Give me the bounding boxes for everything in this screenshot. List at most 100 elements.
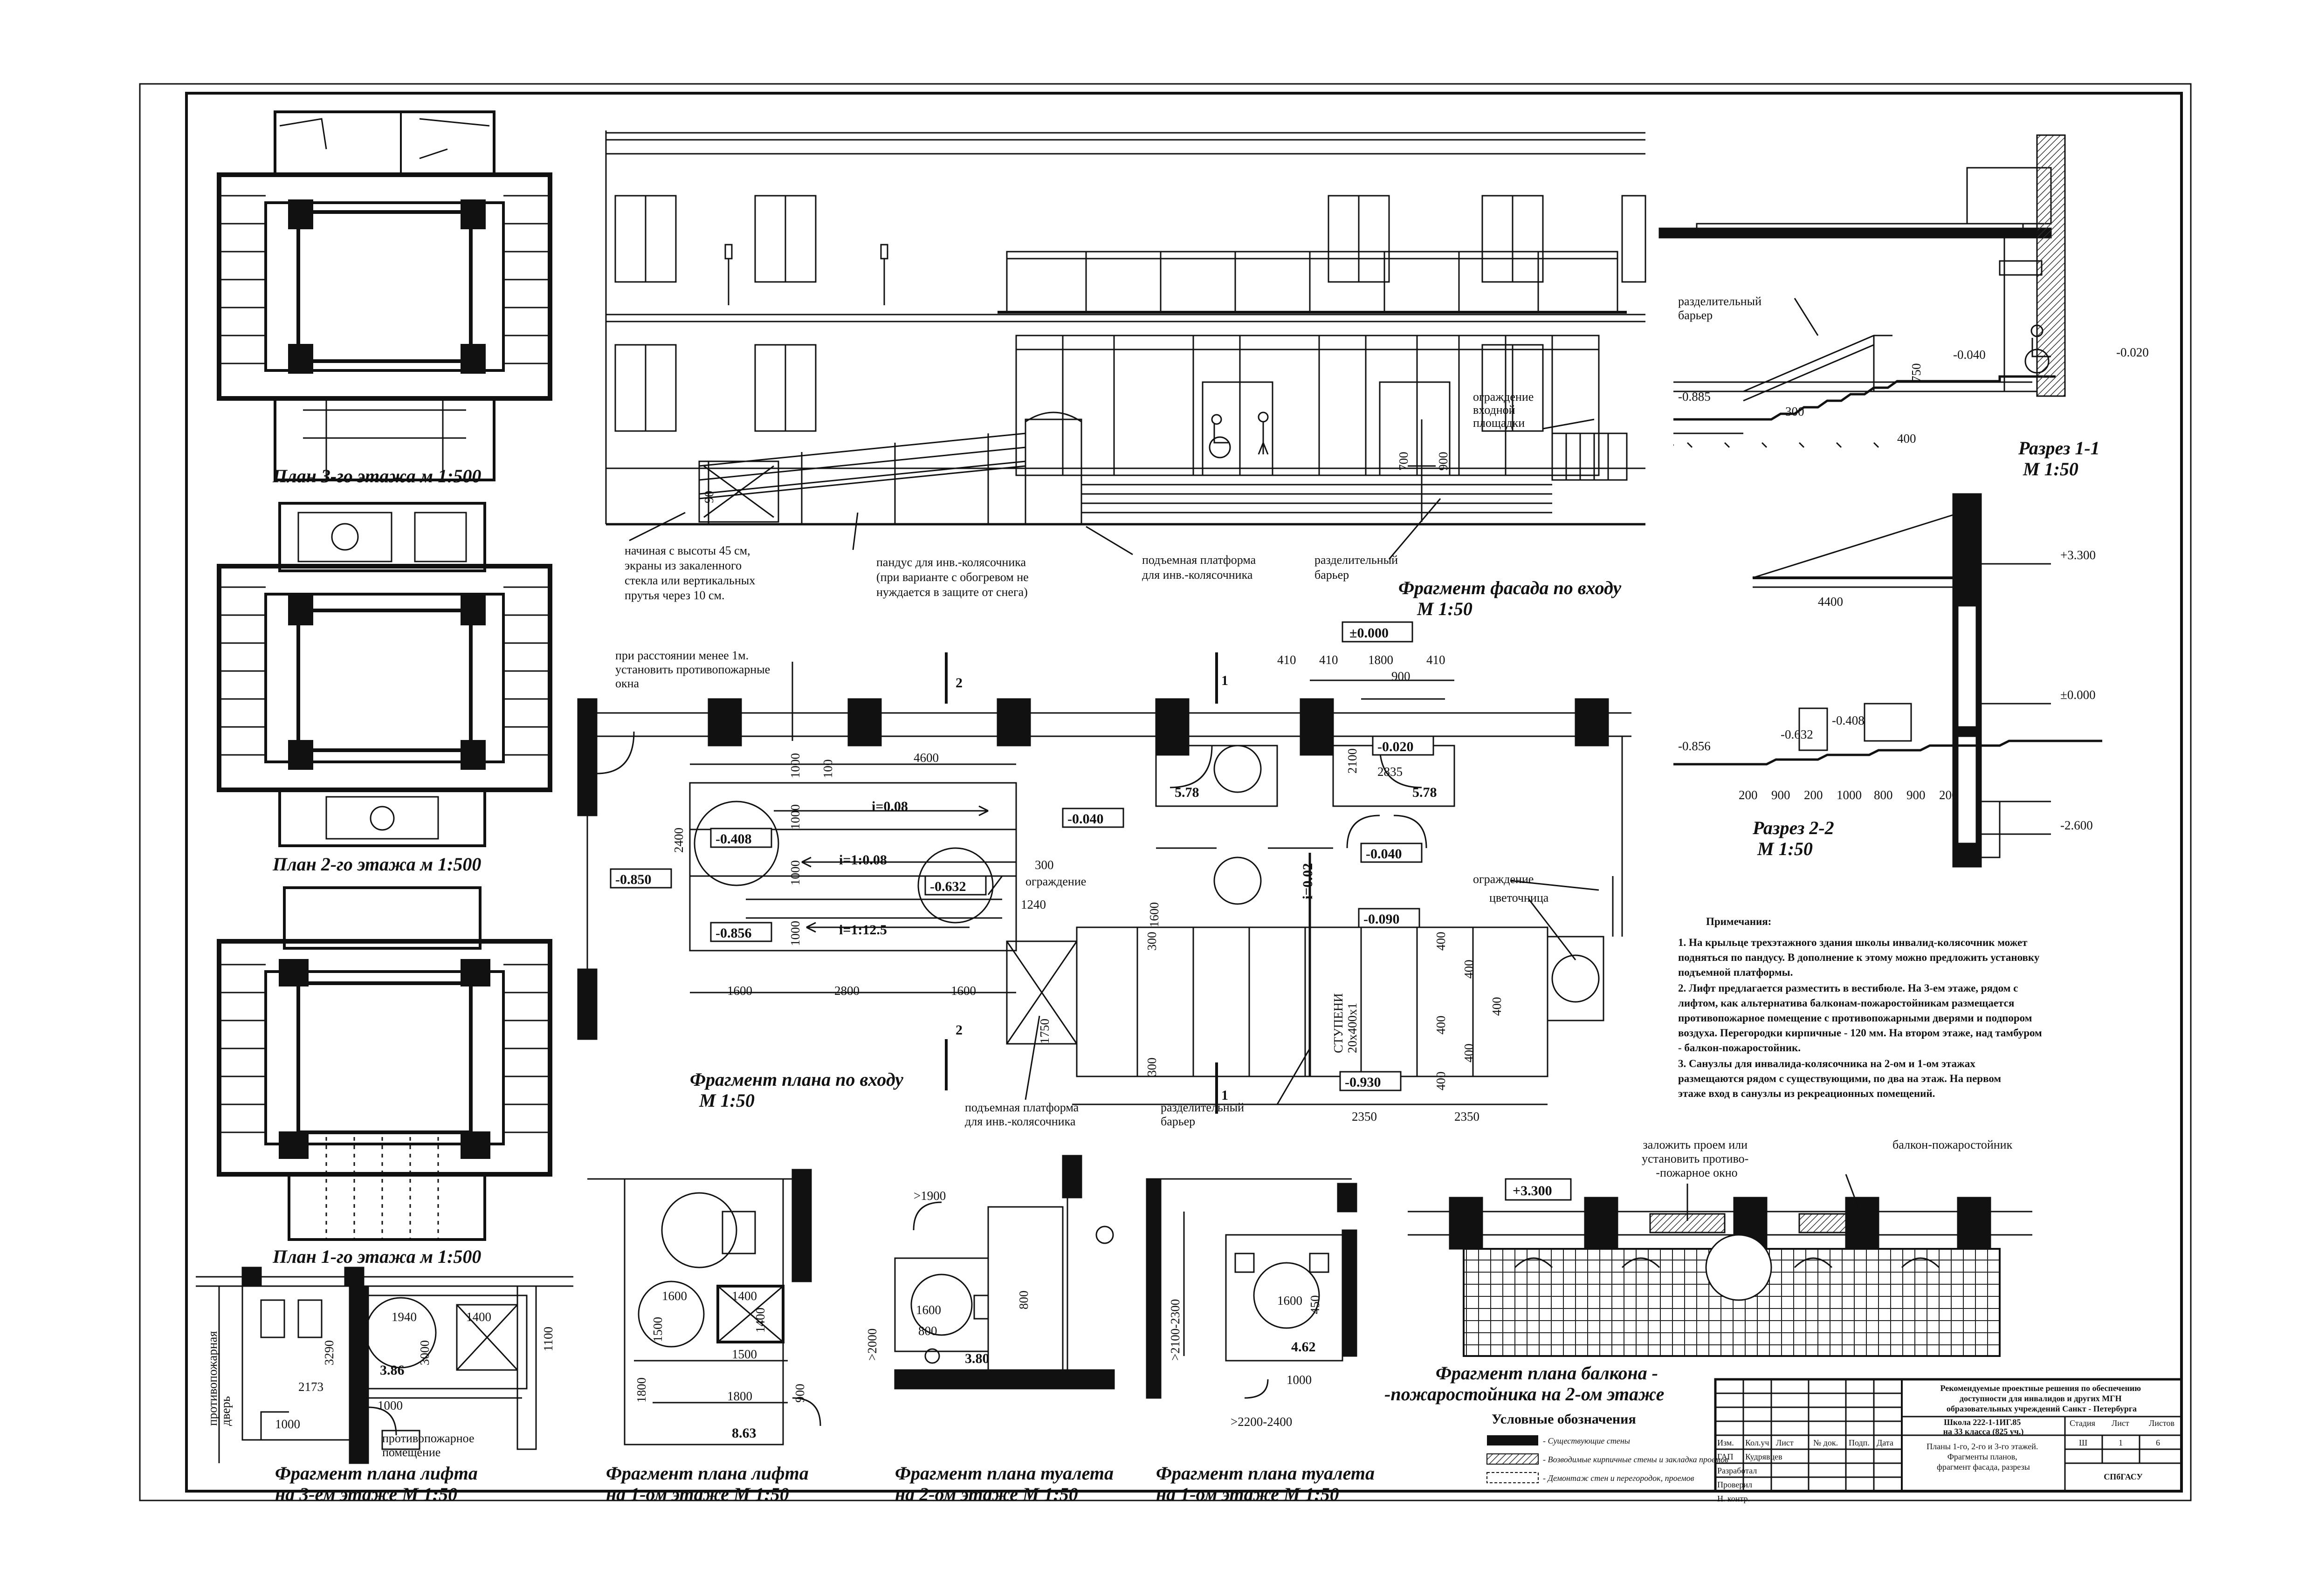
svg-text:1600: 1600	[727, 984, 752, 998]
ep-flowerbed: цветочница	[1489, 891, 1549, 904]
tb-stage-header: Стадия Лист Листов	[2070, 1418, 2174, 1428]
ep-dim-300-1: 300	[1145, 932, 1159, 951]
title-entrance-plan: Фрагмент плана по входу	[690, 1069, 903, 1090]
title-lift-floor1-1: Фрагмент плана лифта	[606, 1463, 809, 1484]
tb-project-code: Школа 222-1-1ИГ.85 на 33 класса (825 уч.…	[1943, 1418, 2024, 1437]
svg-text:1000: 1000	[788, 860, 802, 885]
svg-text:1600: 1600	[662, 1289, 687, 1303]
svg-text:200: 200	[1939, 788, 1958, 802]
ep-lvl-408-box	[710, 828, 772, 848]
ep-dim-2100: 2100	[1345, 748, 1359, 774]
inner-frame	[185, 92, 2183, 1493]
tb-people: ГАП Разработал Проверил Н. контр.	[1717, 1452, 1757, 1503]
svg-text:1800: 1800	[727, 1389, 752, 1403]
ep-lvl-632-box	[924, 875, 987, 896]
ep-lvl-040a-box	[1062, 808, 1124, 828]
plan-floor1	[217, 886, 552, 1241]
svg-text:Стадия: Стадия	[2070, 1418, 2095, 1428]
svg-text:Ш: Ш	[2079, 1438, 2087, 1447]
ep-steps: СТУПЕНИ 20x400x1	[1331, 990, 1359, 1053]
balcony-drawing	[1408, 1174, 2032, 1357]
ep-mark-1-top: 1	[1221, 673, 1228, 688]
ep-lvl-090: -0.090	[1363, 911, 1400, 927]
title-lift-floor3-2: на 3-ем этаже М 1:50	[275, 1484, 457, 1505]
svg-text:3000: 3000	[418, 1340, 432, 1365]
lf3-area: 3.86	[380, 1363, 405, 1378]
toilet-floor1-drawing	[1146, 1178, 1357, 1399]
lf1-dims: 1600 1400 1500 1500 1800 1800 900 1400	[634, 1289, 807, 1403]
title-plan-floor1: План 1-го этажа м 1:500	[272, 1246, 481, 1267]
ep-dim-2350-2: 2350	[1454, 1110, 1479, 1123]
svg-text:2800: 2800	[834, 984, 860, 998]
ep-dim-4600: 4600	[914, 751, 939, 765]
title-toilet-floor1-2: на 1-ом этаже М 1:50	[1156, 1484, 1339, 1505]
ep-lvl-020: -0.020	[1377, 739, 1414, 754]
tb-name: Кудрявцев	[1745, 1452, 1782, 1461]
ep-mark-2-bottom: 2	[956, 1022, 963, 1038]
svg-text:- Возводимые кирпичные стены и: - Возводимые кирпичные стены и закладка …	[1543, 1455, 1728, 1464]
s22-lvl-left: -0.856	[1678, 739, 1711, 753]
svg-text:1000: 1000	[275, 1417, 300, 1431]
ep-lvl-040b: -0.040	[1366, 846, 1402, 862]
title-section-2-2: Разрез 2-2	[1752, 817, 1834, 838]
svg-text:1400: 1400	[466, 1310, 491, 1324]
s22-lvl-bottom: -2.600	[2060, 818, 2093, 832]
svg-text:200: 200	[1804, 788, 1823, 802]
svg-text:- Существующие стены: - Существующие стены	[1543, 1436, 1630, 1445]
svg-text:800: 800	[918, 1324, 937, 1338]
ep-mark-2-top: 2	[956, 675, 963, 691]
svg-text:1940: 1940	[392, 1310, 417, 1324]
svg-text:1600: 1600	[916, 1303, 941, 1317]
facade-callout-ramp: пандус для инв.-колясочника (при вариант…	[876, 555, 1032, 599]
ep-lvl-850-box	[610, 868, 672, 889]
svg-text:>2000: >2000	[865, 1329, 879, 1361]
svg-text:>2100-2300: >2100-2300	[1168, 1299, 1182, 1361]
svg-text:1500: 1500	[651, 1317, 665, 1342]
tf2-area: 3.80	[965, 1351, 990, 1366]
svg-text:Лист: Лист	[1776, 1438, 1794, 1447]
svg-text:Н. контр.: Н. контр.	[1717, 1494, 1750, 1503]
svg-text:Листов: Листов	[2149, 1418, 2174, 1428]
svg-text:410: 410	[1277, 653, 1296, 667]
ep-dim-1750: 1750	[1038, 1019, 1052, 1044]
svg-text:>1900: >1900	[914, 1189, 946, 1203]
title-block	[1714, 1378, 2183, 1493]
svg-text:450: 450	[1308, 1295, 1322, 1315]
plan-floor2	[217, 502, 552, 847]
lf1-area: 8.63	[732, 1425, 757, 1441]
svg-text:Разработал: Разработал	[1717, 1466, 1757, 1475]
tf1-dims: >2100-2300 >2200-2400 1000 1600 450	[1168, 1294, 1322, 1429]
ep-lvl-0000: ±0.000	[1349, 625, 1389, 641]
title-lift-floor1-2: на 1-ом этаже М 1:50	[606, 1484, 789, 1505]
tb-project: Рекомендуемые проектные решения по обесп…	[1940, 1384, 2143, 1413]
section-2-2-drawing	[1673, 493, 2102, 868]
svg-text:- Демонтаж стен и перегородок,: - Демонтаж стен и перегородок, проемов	[1543, 1473, 1694, 1483]
balcony-note-left: заложить проем или установить противо- -…	[1642, 1138, 1752, 1179]
ep-lvl-930: -0.930	[1345, 1075, 1381, 1090]
balcony-note-right: балкон-пожаростойник	[1892, 1138, 2013, 1151]
svg-text:1000: 1000	[378, 1398, 403, 1412]
facade-callout-platform: подъемная платформа для инв.-колясочника	[1142, 553, 1259, 582]
svg-text:1800: 1800	[634, 1377, 648, 1403]
ep-dim-2835: 2835	[1377, 765, 1403, 779]
svg-text:1400: 1400	[732, 1289, 757, 1303]
svg-text:900: 900	[793, 1384, 807, 1403]
tb-stage: Ш 1 6	[2079, 1438, 2160, 1447]
ep-lvl-020-box	[1372, 735, 1434, 756]
ep-lvl-408: -0.408	[716, 831, 752, 847]
svg-text:1000: 1000	[1837, 788, 1862, 802]
s11-lvl-mid: -0.040	[1953, 348, 1986, 362]
title-toilet-floor1-1: Фрагмент плана туалета	[1156, 1463, 1375, 1484]
title-balcony-2: -пожаростойника на 2-ом этаже	[1384, 1384, 1664, 1404]
svg-text:1800: 1800	[1368, 653, 1393, 667]
outer-frame	[139, 83, 2192, 1501]
svg-text:Кол.уч: Кол.уч	[1745, 1438, 1769, 1447]
ep-dim-1600: 1600	[1147, 902, 1161, 927]
facade-dim-2: 700	[1397, 452, 1411, 471]
ep-dim-1000s: 1000 1000 1000 1000	[788, 753, 802, 946]
title-entrance-plan-scale: М 1:50	[699, 1090, 755, 1111]
svg-text:400: 400	[1434, 932, 1448, 951]
facade-dim-1: 900	[1436, 452, 1450, 471]
ep-platform: подъемная платформа для инв.-колясочника	[965, 1101, 1082, 1128]
